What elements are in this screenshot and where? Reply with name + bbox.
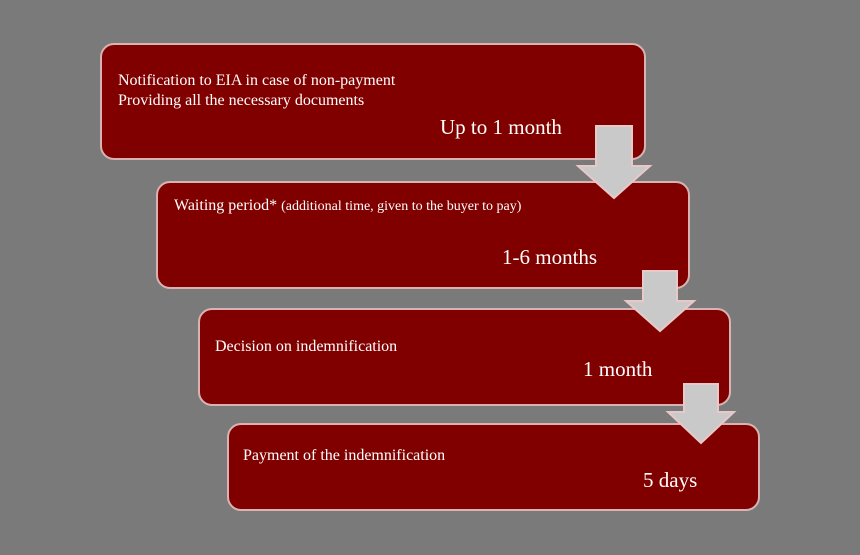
step-payment-line: Payment of the indemnification	[243, 447, 446, 464]
step-notification-line-2: Providing all the necessary documents	[118, 92, 365, 109]
step-decision-line: Decision on indemnification	[215, 338, 398, 355]
step-waiting-period-note: (additional time, given to the buyer to …	[281, 199, 522, 214]
step-notification: Notification to EIA in case of non-payme…	[100, 43, 646, 160]
step-payment-duration: 5 days	[643, 468, 698, 492]
step-waiting-period: Waiting period* (additional time, given …	[156, 181, 690, 289]
step-decision-duration: 1 month	[583, 357, 653, 381]
step-decision: Decision on indemnification 1 month	[198, 308, 731, 406]
step-payment: Payment of the indemnification 5 days	[227, 423, 760, 511]
step-waiting-period-title: Waiting period*	[174, 197, 278, 214]
step-waiting-period-line: Waiting period* (additional time, given …	[174, 196, 521, 217]
step-notification-duration: Up to 1 month	[440, 115, 562, 139]
step-waiting-period-duration: 1-6 months	[502, 245, 598, 269]
step-notification-line-1: Notification to EIA in case of non-payme…	[118, 72, 396, 89]
